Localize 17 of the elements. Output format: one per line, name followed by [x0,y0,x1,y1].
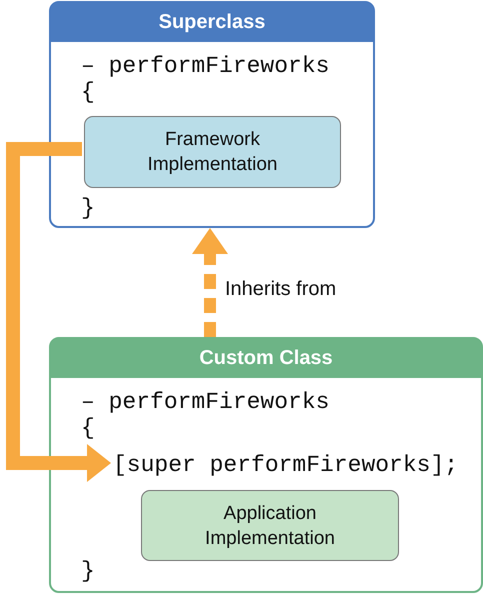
code-text: – performFireworks [81,389,330,415]
class-box [49,1,375,228]
box-label: Framework Implementation [146,128,278,177]
class-title: Superclass [50,2,374,42]
code-text: } [81,558,95,584]
code-text: [super performFireworks]; [113,451,475,479]
code-text: { [81,415,95,441]
arrow [6,142,111,482]
class-box [49,337,483,593]
arrow [192,228,228,337]
code-text: – performFireworks [81,53,330,79]
implementation-box [84,116,341,188]
code-text: } [81,195,95,221]
implementation-box [141,490,399,561]
class-title: Custom Class [50,338,482,378]
code-text: { [81,79,95,105]
box-label: Application Implementation [204,502,336,550]
